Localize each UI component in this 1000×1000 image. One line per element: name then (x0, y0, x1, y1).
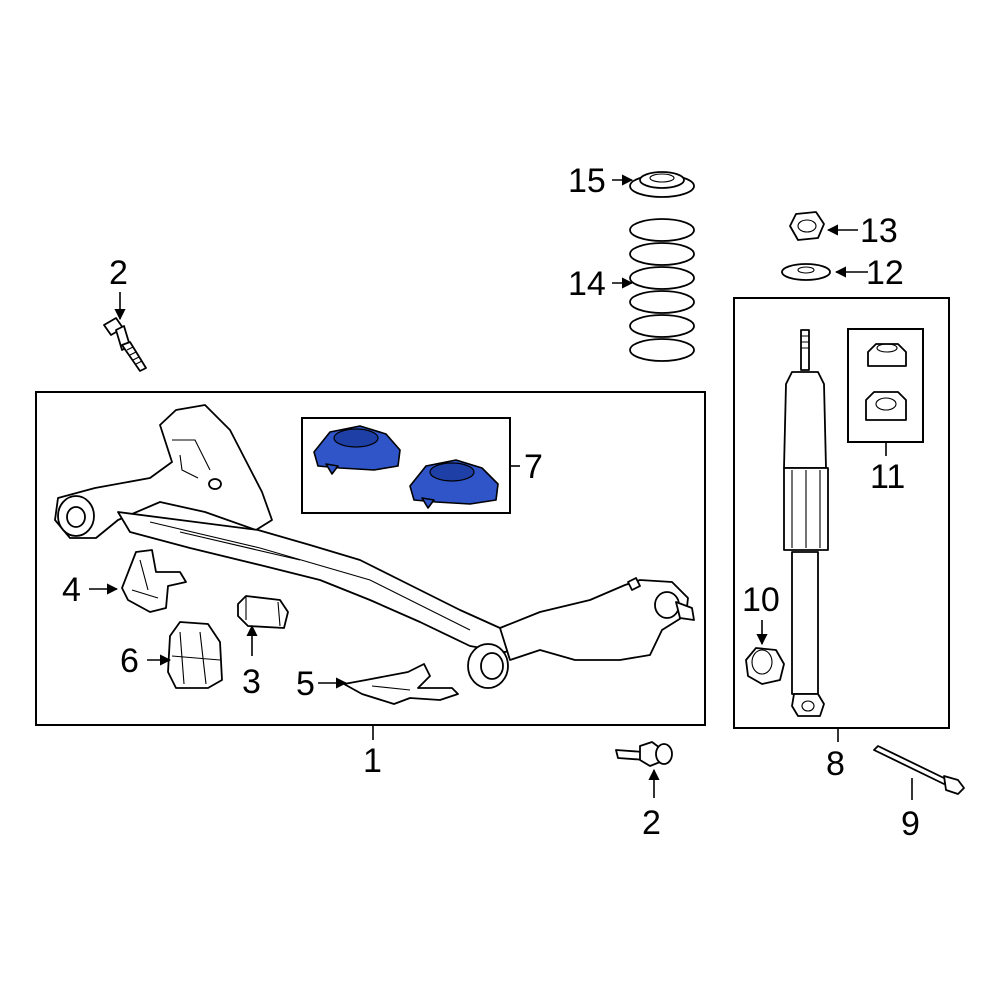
shock-bushings[interactable] (865, 343, 907, 421)
spring-upper-insulator[interactable] (629, 171, 695, 198)
lower-shock-bushing[interactable] (745, 647, 785, 685)
callout-14: 14 (568, 265, 606, 303)
shock-mount-nut[interactable] (789, 211, 825, 241)
callout-6: 6 (120, 642, 139, 680)
bushing-block-3[interactable] (237, 595, 289, 629)
callout-5: 5 (296, 665, 315, 703)
bracket-5[interactable] (343, 663, 459, 705)
callout-10: 10 (742, 581, 780, 619)
callout-1: 1 (363, 742, 382, 780)
shock-absorber[interactable] (783, 329, 829, 717)
callout-13: 13 (860, 212, 898, 250)
callout-2-lower: 2 (642, 804, 661, 842)
bracket-4[interactable] (121, 549, 187, 613)
callout-4: 4 (62, 571, 81, 609)
callout-9: 9 (901, 805, 920, 843)
bolt-upper-left[interactable] (103, 317, 147, 372)
shock-bolt-long[interactable] (873, 745, 965, 795)
shock-washer[interactable] (781, 263, 831, 281)
bracket-6[interactable] (167, 621, 223, 689)
callout-3: 3 (242, 663, 261, 701)
callout-11: 11 (870, 458, 905, 496)
callout-12: 12 (866, 254, 904, 292)
rear-axle-beam[interactable] (54, 404, 695, 689)
axle-group-box (35, 391, 706, 726)
spring-seat-pair[interactable] (313, 425, 499, 509)
coil-spring[interactable] (629, 218, 695, 362)
bolt-lower[interactable] (615, 741, 673, 767)
callout-2-upper: 2 (109, 254, 128, 292)
shock-group-box (733, 297, 950, 729)
callout-15: 15 (568, 162, 606, 200)
callout-8: 8 (826, 745, 845, 783)
callout-7: 7 (524, 448, 543, 486)
